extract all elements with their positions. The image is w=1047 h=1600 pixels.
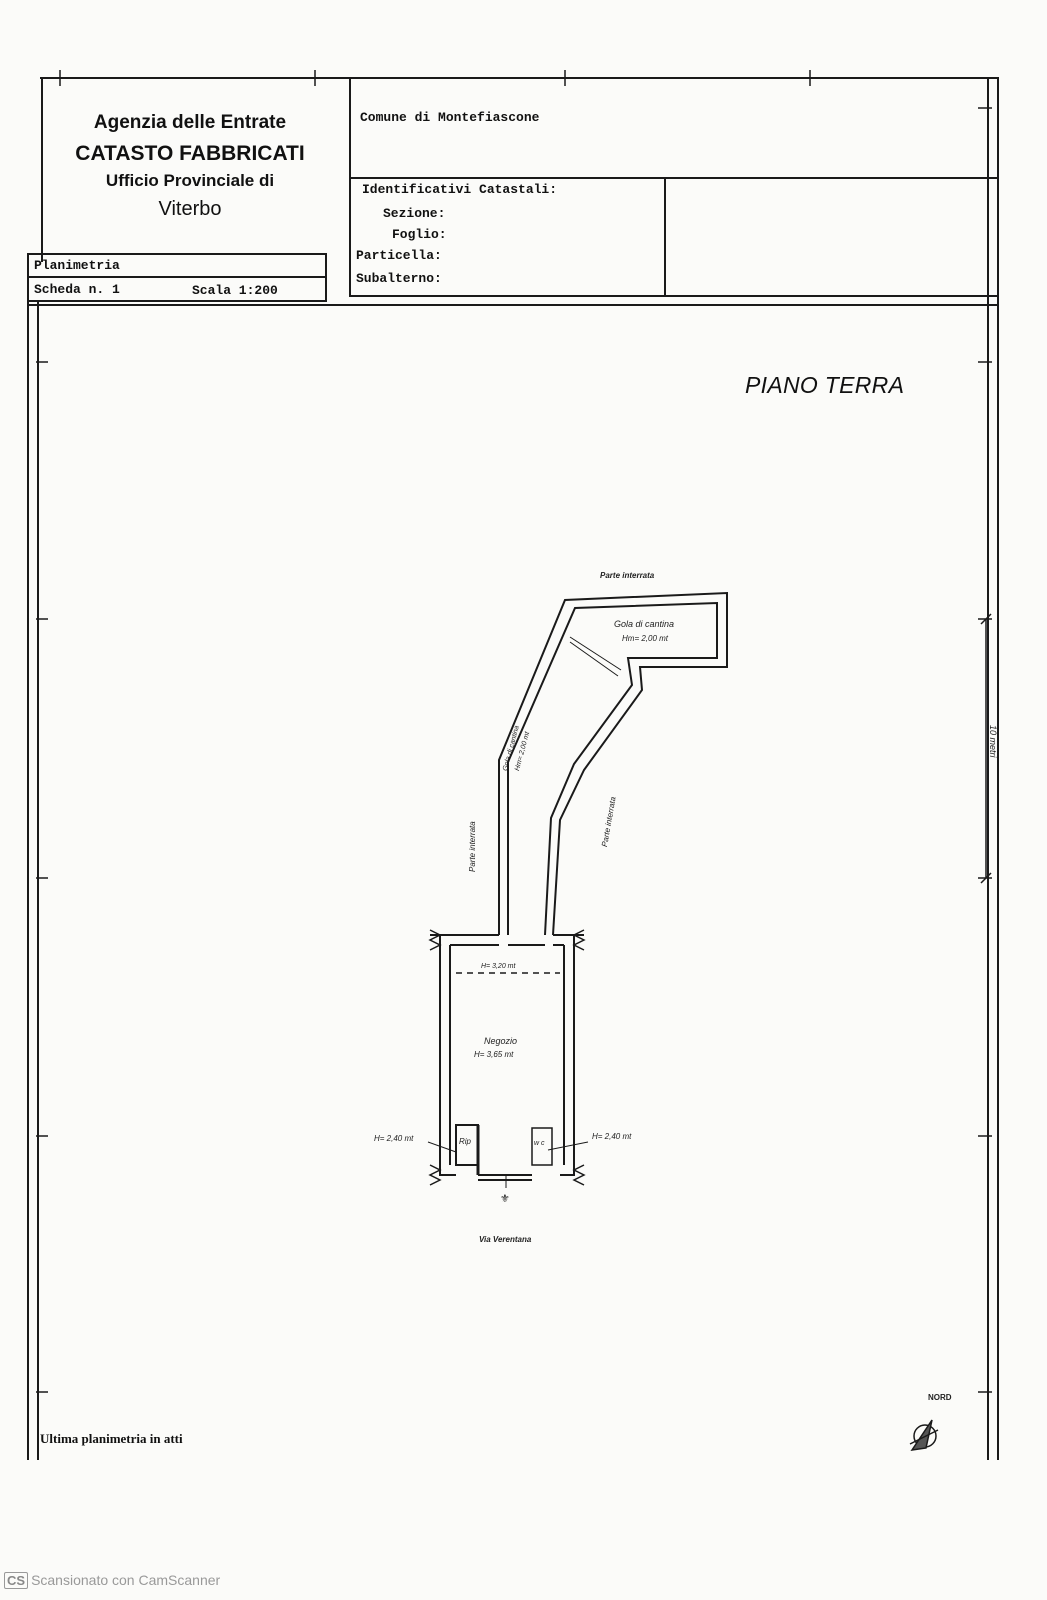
camscanner-logo-icon: CS [4,1572,29,1589]
agency-name: Agenzia delle Entrate [93,112,287,133]
label-h-320: H= 3,20 mt [481,963,516,970]
ufficio-label: Ufficio Provinciale di [105,171,275,190]
foglio-label: Foglio: [392,227,447,242]
label-rip: Rip [459,1137,472,1146]
comune-label: Comune di Montefiascone [360,110,540,125]
scheda-label: Scheda n. 1 [34,282,120,297]
city-name: Viterbo [158,198,222,220]
catasto-title: CATASTO FABBRICATI [75,142,305,165]
label-wc: w c [534,1140,545,1147]
label-scale-bar: 10 metri [988,725,998,758]
planimetria-label: Planimetria [34,258,120,273]
label-street: Via Verentana [479,1235,532,1244]
label-negozio: Negozio [484,1036,518,1046]
particella-label: Particella: [356,248,442,263]
label-parte-interrata-top: Parte interrata [600,571,655,580]
label-h-240-left: H= 2,40 mt [374,1134,414,1143]
scala-label: Scala 1:200 [192,283,278,298]
north-compass-icon [909,1419,939,1451]
label-gola-cantina: Gola di cantina [614,619,675,629]
label-h-240-right: H= 2,40 mt [592,1132,632,1141]
subalterno-label: Subalterno: [356,271,442,286]
label-h-365: H= 3,65 mt [474,1050,514,1059]
footer-note: Ultima planimetria in atti [40,1431,183,1446]
label-parte-interrata-left: Parte interrata [468,821,477,872]
floor-plan [427,591,728,1188]
identificativi-title: Identificativi Catastali: [362,182,558,197]
label-north: NORD [928,1393,952,1402]
sezione-label: Sezione: [383,206,446,221]
entrance-icon: ⚜ [500,1193,510,1205]
floor-title: PIANO TERRA [745,372,905,398]
label-hm-2: Hm= 2,00 mt [622,634,669,643]
scanner-text: Scansionato con CamScanner [31,1572,221,1588]
